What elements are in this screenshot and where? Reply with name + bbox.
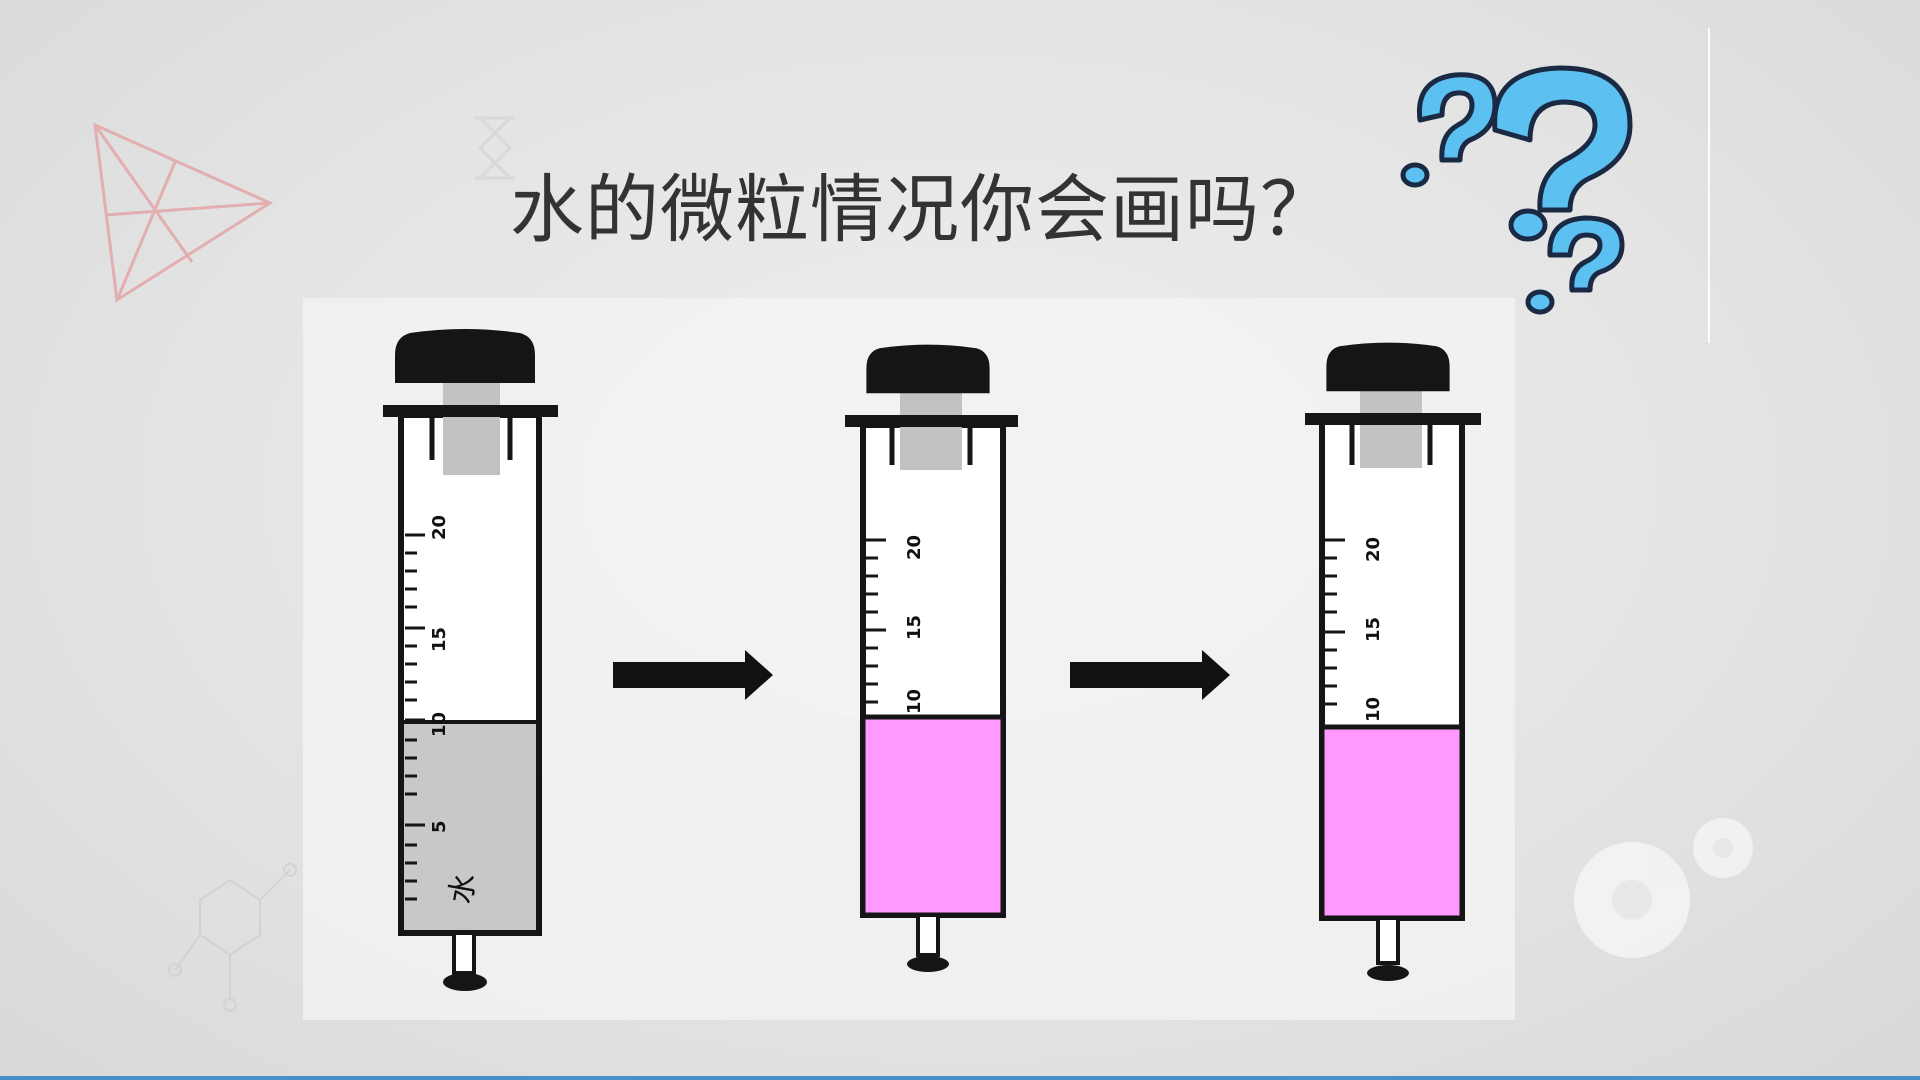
water-label: 水 bbox=[443, 871, 483, 907]
syringe-scale bbox=[1325, 538, 1345, 706]
syringe-scale bbox=[405, 533, 425, 901]
arrow-right-icon bbox=[613, 650, 773, 700]
syringe-liquid bbox=[860, 714, 1006, 918]
syringe-scale bbox=[866, 538, 886, 704]
scale-label-15: 15 bbox=[429, 627, 450, 652]
scale-label-10: 10 bbox=[904, 689, 925, 714]
plunger-cap bbox=[1326, 342, 1450, 392]
scale-label-10: 10 bbox=[1363, 697, 1384, 722]
scale-label-5: 5 bbox=[429, 820, 450, 833]
scale-label-20: 20 bbox=[429, 515, 450, 540]
syringe-liquid bbox=[1319, 724, 1465, 921]
page-title: 水的微粒情况你会画吗？ bbox=[510, 167, 1335, 253]
plunger-cap bbox=[866, 344, 990, 394]
plunger-cap bbox=[395, 329, 535, 383]
syringe-flange bbox=[383, 405, 558, 417]
scale-label-10: 10 bbox=[429, 712, 450, 737]
scale-label-15: 15 bbox=[1363, 617, 1384, 642]
accent-bar bbox=[0, 1076, 1920, 1080]
arrow-right-icon bbox=[1070, 650, 1230, 700]
syringe-liquid bbox=[404, 722, 536, 930]
triangle-decoration-icon bbox=[93, 122, 274, 303]
syringe-middle: 20 15 10 bbox=[845, 344, 1018, 972]
syringe-original: 20 15 10 5 水 bbox=[383, 329, 558, 991]
molecule-decoration-icon bbox=[168, 863, 297, 1012]
scale-label-20: 20 bbox=[904, 535, 925, 560]
divider-line bbox=[1708, 28, 1710, 343]
syringe-flange bbox=[1305, 413, 1481, 425]
scale-label-15: 15 bbox=[904, 615, 925, 640]
hourglass-decoration-icon bbox=[475, 116, 515, 180]
question-marks-icon bbox=[1400, 65, 1633, 315]
scale-label-20: 20 bbox=[1363, 537, 1384, 562]
syringe-flange bbox=[845, 415, 1018, 427]
syringe-final: 20 15 10 bbox=[1305, 342, 1481, 981]
